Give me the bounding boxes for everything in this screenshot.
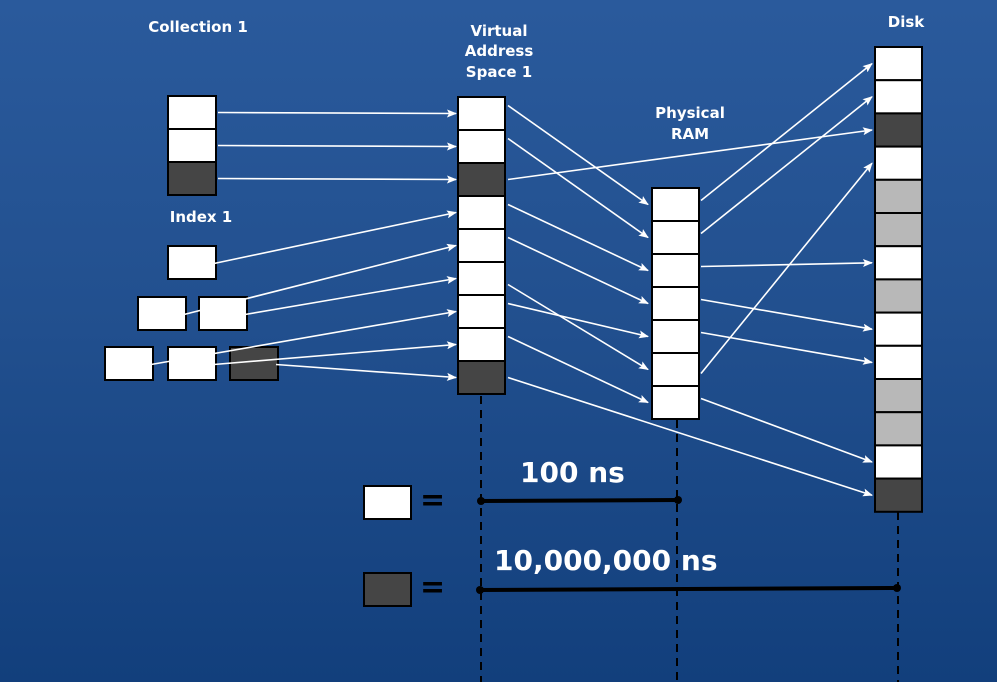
disk-block: [874, 311, 923, 347]
disk-block: [874, 444, 923, 480]
disk-block: [874, 344, 923, 380]
vas-to-disk-arrow: [507, 127, 873, 181]
ram-to-disk-arrow: [700, 331, 873, 365]
collection-to-vas-arrow: [217, 175, 457, 184]
collection-block: [167, 95, 217, 130]
vas-block: [457, 294, 506, 329]
vas-block: [457, 129, 506, 164]
slow-bar-start: [476, 586, 484, 594]
index-to-vas-arrow: [183, 243, 457, 316]
ram-block: [651, 286, 700, 321]
index-to-vas-arrow: [275, 363, 457, 381]
index-to-vas-arrow: [244, 276, 457, 316]
vas-to-ram-arrow: [507, 335, 649, 404]
ram-to-disk-arrow: [700, 62, 873, 202]
ram-label-line2: RAM: [671, 125, 709, 143]
ram-to-disk-arrow: [700, 258, 873, 268]
arrows-layer: [150, 62, 873, 497]
index-block: [167, 346, 217, 381]
legend-equals-fast: =: [420, 483, 445, 518]
disk-block: [874, 477, 923, 513]
collection-label: Collection 1: [148, 18, 248, 36]
slow-bar-end: [893, 584, 901, 592]
vas-block: [457, 162, 506, 197]
disk-block: [874, 278, 923, 314]
fast-latency-label: 100 ns: [520, 456, 625, 489]
index-block: [137, 296, 187, 331]
legend-memory-block: [363, 485, 412, 520]
fast-latency-bar: [480, 498, 679, 503]
vas-to-ram-arrow: [507, 104, 649, 206]
disk-block: [874, 178, 923, 215]
disk-block: [874, 212, 923, 248]
vas-label-line3: Space 1: [466, 63, 532, 81]
ram-block: [651, 220, 700, 255]
ram-block: [651, 385, 700, 420]
ram-block: [651, 253, 700, 288]
collection-to-vas-arrow: [217, 109, 457, 118]
legend-disk-block: [363, 572, 412, 607]
ram-block: [651, 319, 700, 354]
slow-latency-label: 10,000,000 ns: [494, 544, 717, 577]
slow-latency-bar: [479, 586, 898, 592]
vas-block: [457, 327, 506, 362]
ram-label-line1: Physical: [655, 104, 725, 122]
disk-block: [874, 411, 923, 447]
disk-block: [874, 79, 923, 115]
ram-block: [651, 187, 700, 222]
vas-block: [457, 261, 506, 296]
disk-block: [874, 112, 923, 148]
vas-to-ram-arrow: [507, 236, 649, 305]
ram-to-disk-arrow: [700, 397, 873, 463]
vas-to-disk-arrow: [507, 376, 873, 497]
vas-label-line1: Virtual: [471, 22, 528, 40]
ram-to-disk-arrow: [700, 298, 873, 332]
index-to-vas-arrow: [213, 341, 457, 366]
index-block: [104, 346, 154, 381]
disk-block: [874, 145, 923, 181]
disk-block: [874, 378, 923, 414]
index-label: Index 1: [170, 208, 233, 226]
vas-block: [457, 360, 506, 395]
collection-to-vas-arrow: [217, 142, 457, 151]
fast-bar-start: [477, 497, 485, 505]
disk-block: [874, 245, 923, 281]
ram-to-disk-arrow: [700, 96, 873, 235]
blocks-layer: [104, 46, 923, 513]
collection-block: [167, 128, 217, 163]
vas-block: [457, 228, 506, 263]
vas-to-ram-arrow: [507, 283, 649, 371]
vas-block: [457, 195, 506, 230]
index-to-vas-arrow: [150, 309, 457, 366]
vas-to-ram-arrow: [507, 137, 649, 239]
index-block: [198, 296, 248, 331]
disk-label: Disk: [888, 13, 926, 31]
legend-equals-slow: =: [420, 570, 445, 605]
index-to-vas-arrow: [213, 210, 457, 265]
vas-block: [457, 96, 506, 131]
index-block: [229, 346, 279, 381]
vas-label-line2: Address: [465, 42, 534, 60]
disk-block: [874, 46, 923, 82]
collection-block: [167, 161, 217, 196]
vas-to-ram-arrow: [507, 302, 649, 339]
index-block: [167, 245, 217, 280]
ram-block: [651, 352, 700, 387]
vas-to-ram-arrow: [507, 203, 649, 272]
fast-bar-end: [674, 496, 682, 504]
ram-to-disk-arrow: [700, 162, 873, 375]
